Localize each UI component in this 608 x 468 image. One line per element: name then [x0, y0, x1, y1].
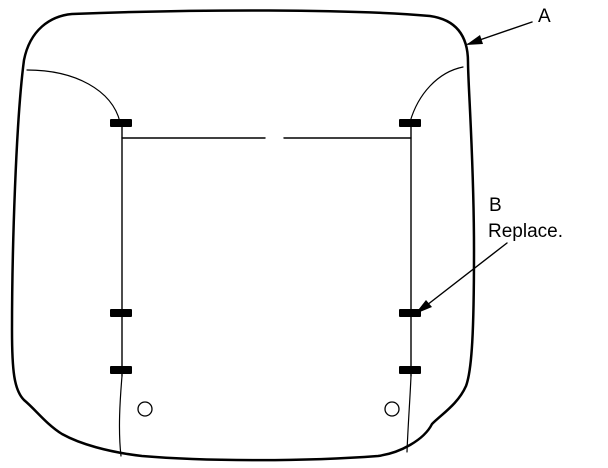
- clip-right-top: [399, 119, 421, 127]
- callout-b-leader: [417, 242, 508, 313]
- left-corner-seam: [26, 69, 121, 123]
- callout-a-arrowhead: [466, 35, 483, 45]
- right-corner-seam: [409, 66, 464, 123]
- clip-right-middle: [399, 309, 421, 317]
- clip-right-bottom: [399, 366, 421, 374]
- callout-b-note: Replace.: [488, 221, 563, 242]
- callout-a-letter: A: [538, 6, 551, 27]
- clip-left-middle: [110, 309, 132, 317]
- clip-left-bottom: [110, 366, 132, 374]
- callout-b-letter: B: [489, 195, 502, 216]
- left-hole: [137, 401, 153, 417]
- right-hole: [384, 401, 400, 417]
- cushion-cover-outline: [10, 9, 476, 462]
- left-bottom-seam: [118, 375, 123, 457]
- callout-b-arrowhead: [415, 300, 432, 314]
- right-bottom-seam: [406, 375, 412, 453]
- clip-left-top: [110, 119, 132, 127]
